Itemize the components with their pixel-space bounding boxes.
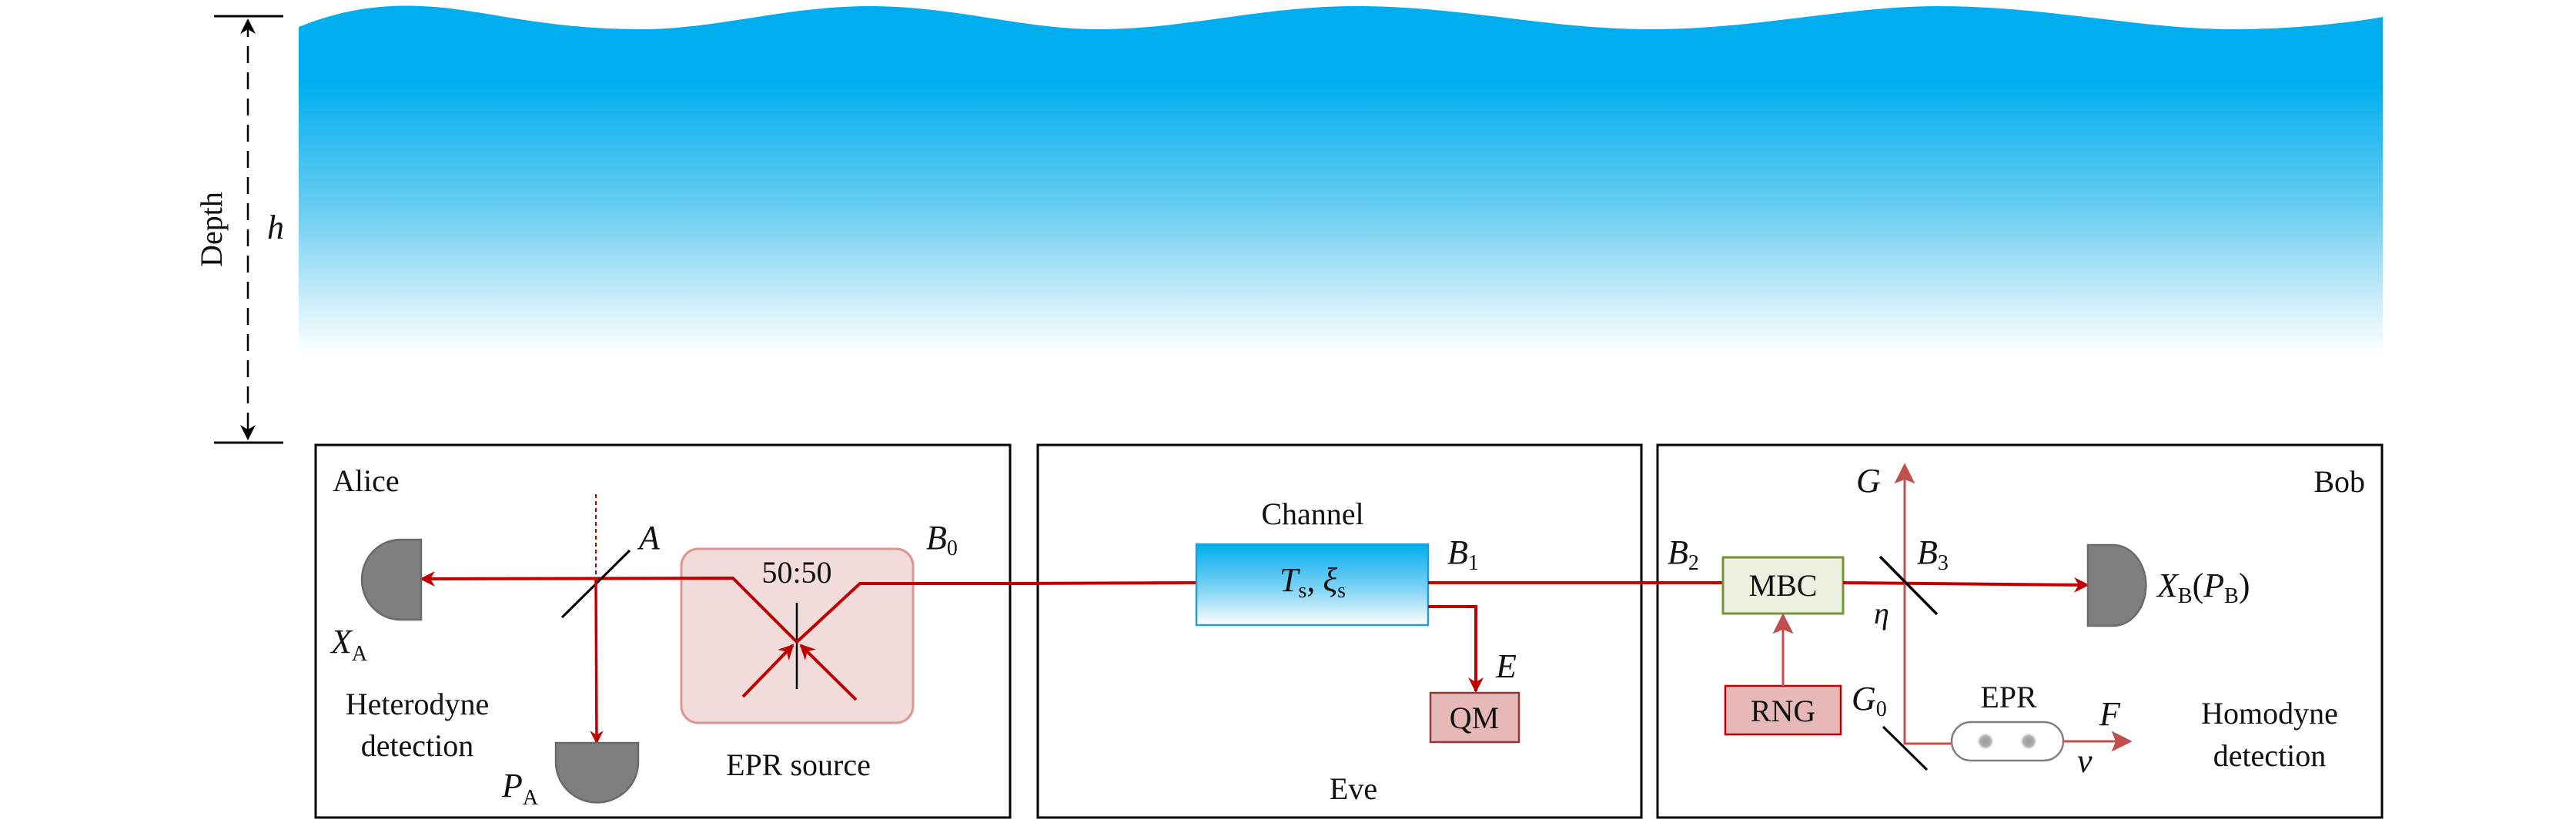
alice-reflected-beam bbox=[590, 578, 604, 744]
bob-mode-beam-start bbox=[795, 582, 1038, 644]
bob-epr-label: EPR bbox=[1980, 680, 2037, 714]
pump-beam-left bbox=[741, 644, 795, 698]
rng-box bbox=[1724, 684, 1842, 736]
bob-section: Bob B2 MBC RNG G G0 B3 η EPR F v XB(PB) … bbox=[1668, 462, 2365, 780]
mode-b3-label: B3 bbox=[1917, 533, 1949, 575]
bob-beam-splitter bbox=[1878, 555, 1939, 616]
mode-g-label: G bbox=[1856, 462, 1881, 500]
detector-xa-label: XA bbox=[330, 623, 368, 666]
transmittance-eta-label: η bbox=[1874, 596, 1889, 630]
channel-title: Channel bbox=[1261, 497, 1363, 531]
alice-section: Alice 50:50 B0 A XA PA Heterodyne detect… bbox=[330, 463, 1038, 810]
alice-mode-beam bbox=[420, 570, 798, 644]
epr-source-ratio: 50:50 bbox=[761, 555, 831, 590]
eve-panel bbox=[1036, 443, 1643, 819]
mode-a-label: A bbox=[637, 519, 661, 557]
detector-pa-label: PA bbox=[501, 767, 539, 810]
detector-xb-icon bbox=[2086, 543, 2147, 627]
bob-panel bbox=[1656, 443, 2384, 819]
noise-mode-path bbox=[1894, 463, 1952, 745]
bob-title: Bob bbox=[2313, 464, 2365, 499]
channel-parameters: Ts,ξs bbox=[1280, 561, 1346, 603]
mode-b2-label: B2 bbox=[1668, 533, 1699, 575]
depth-symbol-h: h bbox=[267, 209, 284, 246]
rng-label: RNG bbox=[1751, 694, 1815, 728]
heterodyne-label-line2: detection bbox=[361, 728, 474, 763]
pump-beam-right bbox=[799, 644, 858, 701]
eve-section: Channel Ts,ξs B1 E QM Eve bbox=[1009, 497, 1723, 806]
heterodyne-label-line1: Heterodyne bbox=[346, 687, 490, 721]
epr-source-label: EPR source bbox=[726, 747, 871, 782]
homodyne-label-line1: Homodyne bbox=[2201, 696, 2338, 731]
mbc-label: MBC bbox=[1749, 568, 1818, 603]
g0-mirror bbox=[1882, 725, 1929, 771]
detector-xa-icon bbox=[360, 538, 423, 621]
bob-signal-beam bbox=[1842, 577, 2089, 593]
epr-photon-dot-2 bbox=[2019, 732, 2038, 751]
mode-b1-label: B1 bbox=[1447, 533, 1479, 575]
detector-xb-label: XB(PB) bbox=[2156, 567, 2250, 608]
eavesdrop-beam bbox=[1428, 605, 1484, 693]
quantum-memory-label: QM bbox=[1450, 701, 1499, 735]
depth-marker: Depth h bbox=[194, 15, 284, 444]
mode-e-label: E bbox=[1495, 647, 1517, 685]
alice-panel bbox=[314, 443, 1012, 819]
depth-label: Depth bbox=[194, 192, 229, 267]
quantum-memory-box bbox=[1429, 691, 1521, 744]
eve-title: Eve bbox=[1330, 771, 1377, 806]
mode-b0-label: B0 bbox=[926, 519, 958, 560]
channel-box bbox=[1195, 543, 1430, 627]
homodyne-label-line2: detection bbox=[2213, 738, 2327, 773]
channel-input-beam bbox=[1009, 581, 1197, 585]
mode-f-label: F bbox=[2099, 695, 2121, 733]
mode-g0-label: G0 bbox=[1852, 680, 1887, 721]
alice-title: Alice bbox=[333, 463, 400, 498]
epr-photon-dot-1 bbox=[1976, 732, 1995, 751]
mode-v-label: v bbox=[2077, 742, 2093, 780]
detector-pa-icon bbox=[554, 741, 640, 804]
bob-epr-source bbox=[1950, 721, 2065, 762]
water-body bbox=[299, 5, 2383, 355]
